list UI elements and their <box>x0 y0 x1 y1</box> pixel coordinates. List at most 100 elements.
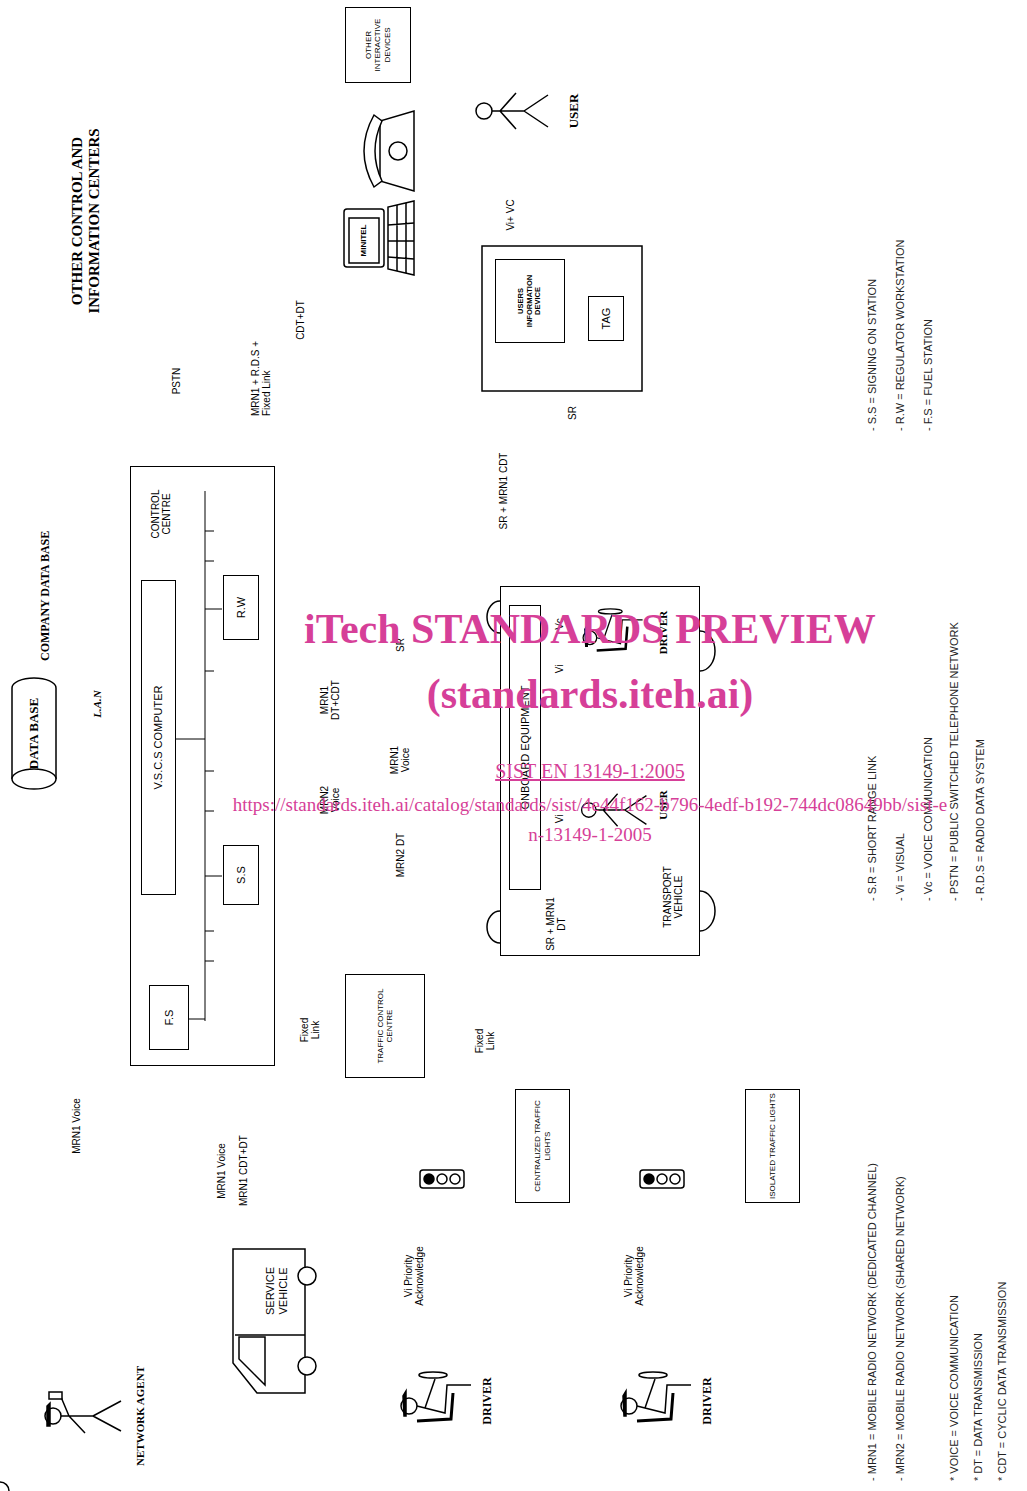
annotation: MRN1 + R.D.S + Fixed Link <box>250 336 272 416</box>
legend-line: - S.R = SHORT RANGE LINK <box>866 756 878 901</box>
minitel-and-phone <box>344 209 384 267</box>
legend-line: - Vi = VISUAL <box>894 833 906 901</box>
watermark: SIST EN 13149-1:2005 <box>340 760 840 783</box>
connector-label: PSTN <box>171 366 182 397</box>
connector-label: L.A.N <box>91 688 103 720</box>
traffic-light <box>450 1174 460 1184</box>
traffic-light <box>420 1170 464 1188</box>
person-node: USER <box>579 765 674 845</box>
minitel-and-phone <box>389 142 407 160</box>
control-bus <box>175 491 222 1021</box>
node-label: ISOLATED TRAFFIC LIGHTS <box>768 1093 777 1199</box>
connector-label: Vi Priority Acknowledge <box>623 1224 645 1328</box>
text-area: OTHER CONTROL AND INFORMATION CENTERS <box>55 79 117 363</box>
node-label: CENTRALIZED TRAFFIC LIGHTS <box>533 1092 551 1200</box>
legend-line: - MRN2 = MOBILE RADIO NETWORK (SHARED NE… <box>894 1176 906 1481</box>
driver-figure <box>401 1372 471 1421</box>
connector-label: MRN1 Voice <box>71 1096 82 1156</box>
watermark: iTech STANDARDS PREVIEW <box>140 605 1027 653</box>
annotation: COMPANY DATA BASE <box>38 531 53 661</box>
person-node: DRIVER <box>395 1351 500 1451</box>
node-label: USER <box>567 94 582 129</box>
text-area: CONTROL CENTRE <box>141 473 181 555</box>
minitel-and-phone <box>364 115 382 187</box>
text-area: DATA BASE <box>10 676 58 791</box>
node-label: DRIVER <box>701 1377 715 1424</box>
text-area: S.S <box>224 846 258 904</box>
text-area: DRIVER <box>477 1351 499 1451</box>
legend-line: - R.D.S = RADIO DATA SYSTEM <box>974 739 986 901</box>
person-node: USER <box>470 51 588 171</box>
vehicle-node: SERVICE VEHICLE <box>225 1241 315 1401</box>
process-box: S.S <box>223 845 259 905</box>
node-label: F.S <box>163 1010 176 1026</box>
traffic-light <box>424 1174 434 1184</box>
connector-label: SR + MRN1 DT <box>545 895 567 954</box>
node-label: TAG <box>600 308 613 330</box>
node-label: TRAFFIC CONTROL CENTRE <box>376 977 394 1075</box>
legend-line: - PSTN = PUBLIC SWITCHED TELEPHONE NETWO… <box>948 622 960 901</box>
minitel-and-phone <box>388 203 414 273</box>
text-area: ONBOARD EQUIPMENT <box>510 606 540 889</box>
person-node: NETWORK AGENT <box>35 1361 153 1471</box>
minitel-and-phone <box>380 111 414 191</box>
text-area: CENTRALIZED TRAFFIC LIGHTS <box>516 1090 569 1202</box>
service-van <box>233 1249 316 1393</box>
vehicle-box: TRANSPORT VEHICLE ONBOARD EQUIPMENT DRIVER… <box>500 586 700 956</box>
traffic-light <box>644 1174 654 1184</box>
node-label: OTHER INTERACTIVE DEVICES <box>364 10 392 80</box>
legend-line: * CDT = CYCLIC DATA TRANSMISSION <box>996 1282 1008 1481</box>
node-label: OTHER CONTROL AND INFORMATION CENTERS <box>69 81 104 361</box>
process-box: TRAFFIC CONTROL CENTRE <box>345 974 425 1078</box>
node-label: V.S.C.S COMPUTER <box>152 685 165 789</box>
text-area: DRIVER <box>653 590 673 675</box>
text-area: ISOLATED TRAFFIC LIGHTS <box>746 1090 799 1202</box>
process-box: ONBOARD EQUIPMENT <box>509 605 541 890</box>
minitel-and-phone <box>349 218 379 263</box>
minitel-and-phone <box>344 111 414 275</box>
connector-label: Vi Priority Acknowledge <box>403 1224 425 1328</box>
control-bus <box>205 531 214 961</box>
annotation: MRN1 CDT+DT <box>238 1135 249 1206</box>
traffic-light <box>640 1170 684 1188</box>
database-drum <box>12 678 56 779</box>
process-box: CENTRALIZED TRAFFIC LIGHTS <box>515 1089 570 1203</box>
legend-line: - Vc = VOICE COMMUNICATION <box>922 737 934 901</box>
text-area: V.S.C.S COMPUTER <box>142 581 175 894</box>
junction-symbol <box>0 1482 9 1491</box>
legend-line: - MRN1 = MOBILE RADIO NETWORK (DEDICATED… <box>866 1163 878 1481</box>
text-area: USER <box>562 51 586 171</box>
user-figure <box>476 93 548 129</box>
connector-label: Fixed Link <box>474 1019 496 1063</box>
vehicle-wheels <box>700 631 715 671</box>
text-area: TRANSPORT VEHICLE <box>651 847 695 947</box>
text-area: NETWORK AGENT <box>127 1361 153 1471</box>
node-label: SERVICE VEHICLE <box>264 1253 289 1329</box>
vehicle-wheels <box>700 891 715 931</box>
traffic-light <box>437 1174 447 1184</box>
database-node: DATA BASE <box>10 676 58 791</box>
connector-label: CDT+DT <box>295 298 306 342</box>
connector-label: Vi+ VC <box>505 197 516 232</box>
database-drum <box>12 769 56 789</box>
text-area: TAG <box>589 297 623 340</box>
service-van <box>235 1334 305 1336</box>
text-area: USER <box>653 765 673 845</box>
connector-label: SR + MRN1 CDT <box>498 451 509 532</box>
connector-label: MRN2 Voice <box>319 773 341 827</box>
connector-label: SR <box>567 404 578 422</box>
node-label: CONTROL CENTRE <box>150 475 173 553</box>
node-label: USER <box>657 790 670 819</box>
driver-figure <box>583 609 643 651</box>
service-van <box>298 1267 316 1285</box>
centre-box: CONTROL CENTREV.S.C.S COMPUTERR.WS.SF.S <box>130 466 275 1066</box>
connector-label: MRN2 DT <box>395 831 406 879</box>
traffic-light <box>640 1170 684 1188</box>
process-box: TAG <box>588 296 624 341</box>
connector-label: Vc <box>554 616 565 632</box>
user-figure <box>582 794 647 826</box>
minitel-and-phone <box>388 201 414 275</box>
process-box: ISOLATED TRAFFIC LIGHTS <box>745 1089 800 1203</box>
node-label: MINITEL <box>359 225 368 257</box>
control-bus <box>175 491 222 1021</box>
